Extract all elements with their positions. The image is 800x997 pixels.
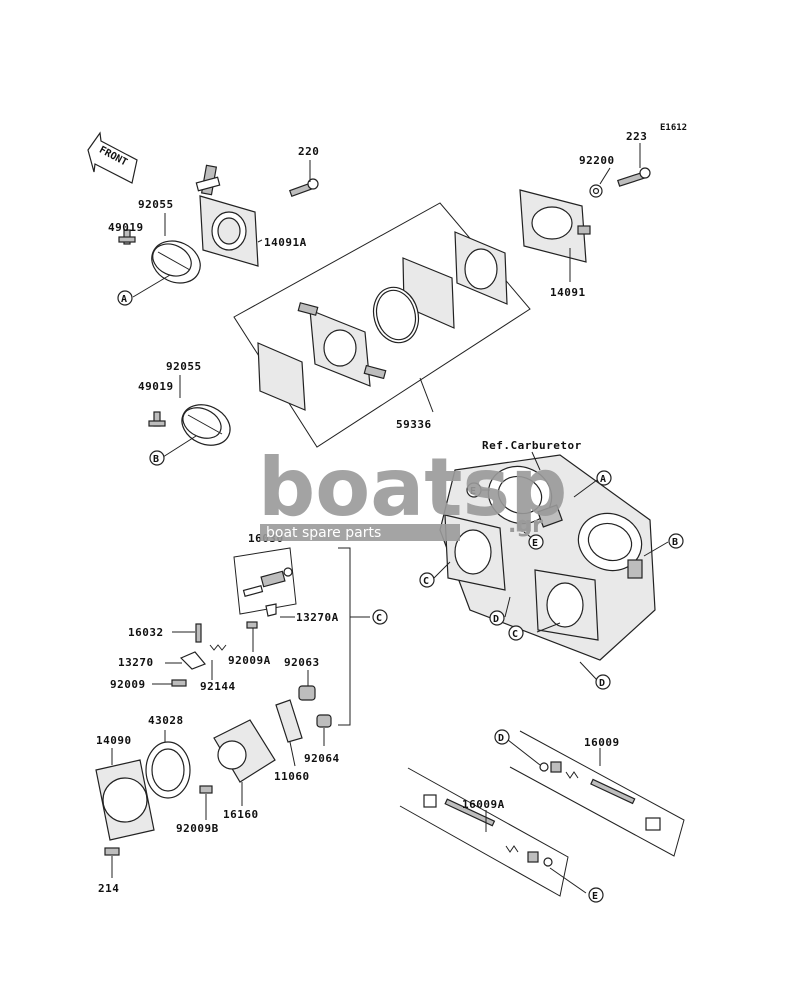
part-92009b-screw: [199, 785, 213, 794]
part-label: 14091A: [264, 236, 307, 249]
part-label: 16009: [584, 736, 620, 749]
part-223-screw: [617, 167, 651, 187]
part-92063-plug: [298, 685, 316, 701]
part-label: 220: [298, 145, 319, 158]
part-label: 13270A: [296, 611, 339, 624]
callout-letter: D: [599, 678, 605, 689]
callout-letter: B: [153, 454, 159, 465]
part-label: 14091: [550, 286, 586, 299]
part-label: 43028: [148, 714, 184, 727]
callout-marker: D: [489, 610, 505, 626]
callout-letter: C: [512, 629, 518, 640]
callout-letter: D: [498, 733, 504, 744]
watermark-tagline: boat spare parts: [266, 525, 381, 541]
ref-label: Ref.Carburetor: [482, 439, 582, 452]
callout-marker: D: [494, 729, 510, 745]
part-label: 59336: [396, 418, 432, 431]
callout-letter: A: [600, 474, 606, 485]
part-92009-screw: [171, 679, 187, 687]
callout-letter: C: [423, 576, 429, 587]
part-label: 92055: [166, 360, 202, 373]
watermark-brand-suffix: .gr: [508, 513, 543, 538]
part-16009-needle: [539, 761, 661, 831]
part-label: 92063: [284, 656, 320, 669]
part-49019-bolt-lower: [148, 411, 166, 427]
part-49019-bolt-upper: [118, 229, 136, 245]
part-16032-pin: [195, 623, 202, 643]
part-14091: [519, 189, 591, 263]
part-16160-housing: [213, 719, 276, 783]
part-label: 214: [98, 882, 119, 895]
part-label: 49019: [138, 380, 174, 393]
part-label: 92055: [138, 198, 174, 211]
part-59336-pump-assembly: [257, 231, 508, 411]
part-label: 14090: [96, 734, 132, 747]
part-label: 13270: [118, 656, 154, 669]
part-43028-diaphragm: [145, 741, 191, 799]
callout-marker: E: [466, 482, 482, 498]
part-92200-washer: [589, 184, 603, 198]
leader-lines: [111, 143, 669, 894]
part-13270a-clip: [265, 603, 277, 617]
part-16009a-needle: [423, 794, 553, 867]
part-label: 11060: [274, 770, 310, 783]
callout-letter: B: [672, 537, 678, 548]
part-label: 16032: [128, 626, 164, 639]
part-214-screw: [104, 847, 120, 856]
part-92144-spring: [209, 644, 227, 651]
callout-marker: D: [595, 674, 611, 690]
callout-marker: C: [419, 572, 435, 588]
part-92055-gasket-upper: [151, 240, 201, 284]
callout-letter: D: [493, 614, 499, 625]
part-92009a-screw: [246, 621, 258, 629]
part-label: 92144: [200, 680, 236, 693]
callout-marker: A: [117, 290, 133, 306]
assembly-outline-16009: [509, 730, 685, 857]
watermark-brand: boatsp: [258, 441, 567, 534]
part-label: 92009B: [176, 822, 219, 835]
part-label: 16009A: [462, 798, 505, 811]
part-14090-cover: [95, 759, 155, 841]
callout-marker: C: [508, 625, 524, 641]
callout-markers: A B A B E E C C D D C E D: [117, 290, 684, 903]
callout-marker: E: [528, 534, 544, 550]
callout-marker: B: [149, 450, 165, 466]
carburetor-body: [439, 454, 656, 661]
part-label: 16160: [223, 808, 259, 821]
part-label: 92009A: [228, 654, 271, 667]
callout-letter: E: [592, 891, 598, 902]
callout-letter: A: [121, 294, 127, 305]
part-14091a: [195, 164, 259, 267]
part-92055-gasket-lower: [181, 404, 231, 446]
part-16030-jet: [233, 547, 297, 615]
part-220-screw: [288, 178, 319, 198]
callout-letter: E: [532, 538, 538, 549]
part-11060-gasket: [275, 699, 303, 743]
watermark-logo: boatsp .gr boat spare parts: [258, 441, 567, 541]
assembly-outline-16009a: [399, 767, 569, 897]
part-label: 92009: [110, 678, 146, 691]
callout-marker: E: [588, 887, 604, 903]
part-label: 49019: [108, 221, 144, 234]
front-arrow-icon: FRONT: [87, 131, 138, 184]
part-92064-plug: [316, 714, 332, 728]
callout-letter: E: [470, 486, 476, 497]
callout-marker: C: [372, 609, 388, 625]
callout-marker: A: [596, 470, 612, 486]
part-label: 223: [626, 130, 647, 143]
callout-letter: C: [376, 613, 382, 624]
part-13270-lever: [179, 651, 206, 670]
diagram-code: E1612: [660, 123, 687, 133]
part-label: 92064: [304, 752, 340, 765]
group-bracket-c: [338, 547, 351, 726]
callout-marker: B: [668, 533, 684, 549]
part-label: 92200: [579, 154, 615, 167]
